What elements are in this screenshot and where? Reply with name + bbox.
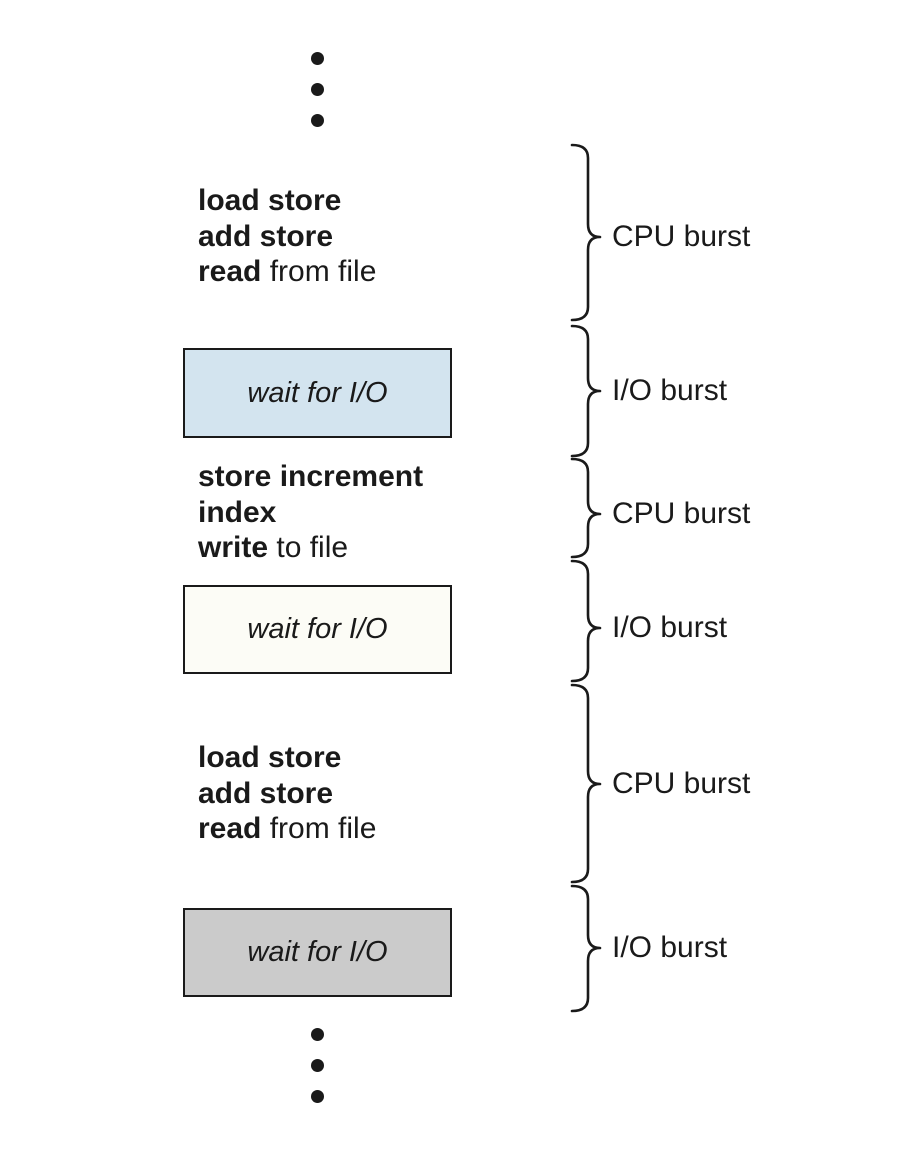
burst-braces: [570, 143, 602, 1013]
ellipsis-dot: [311, 83, 324, 96]
instruction-bold-text: load store: [198, 184, 342, 217]
burst-label-cpu-1: CPU burst: [612, 220, 751, 253]
ellipsis-dot: [311, 1028, 324, 1041]
instruction-bold-text: add store: [198, 219, 334, 253]
instruction-line: store increment: [198, 459, 423, 495]
instruction-regular-text: from file: [261, 255, 377, 288]
brace-io-burst-3: [570, 884, 602, 1013]
instruction-regular-text: from file: [261, 812, 377, 845]
instruction-block-3: load store add store read from file: [198, 740, 376, 847]
ellipsis-top: [311, 52, 324, 127]
ellipsis-dot: [311, 114, 324, 127]
brace-cpu-burst-1: [570, 143, 602, 322]
wait-box-label: wait for I/O: [247, 936, 388, 968]
burst-label-io-1: I/O burst: [612, 374, 728, 407]
instruction-line: index: [198, 495, 423, 531]
wait-for-io-box-1: wait for I/O: [183, 348, 452, 438]
instruction-line: add store: [198, 776, 376, 812]
instruction-line: read from file: [198, 254, 376, 290]
instruction-bold-text: store increment: [198, 460, 424, 493]
instruction-regular-text: to file: [268, 531, 349, 564]
instruction-block-1: load store add store read from file: [198, 183, 376, 290]
wait-box-label: wait for I/O: [247, 376, 388, 409]
brace-cpu-burst-2: [570, 457, 602, 559]
instruction-bold-text: read: [198, 812, 262, 845]
instruction-line: load store: [198, 183, 376, 219]
ellipsis-dot: [311, 52, 324, 65]
burst-label-io-3: I/O burst: [612, 931, 728, 964]
wait-for-io-box-3: wait for I/O: [183, 908, 452, 997]
instruction-line: load store: [198, 740, 376, 776]
burst-label-cpu-2: CPU burst: [612, 497, 751, 530]
instruction-line: add store: [198, 219, 376, 255]
burst-label-io-2: I/O burst: [612, 611, 728, 644]
ellipsis-dot: [311, 1090, 324, 1103]
brace-io-burst-2: [570, 559, 602, 683]
wait-box-label: wait for I/O: [247, 613, 388, 645]
wait-for-io-box-2: wait for I/O: [183, 585, 452, 674]
instruction-block-2: store increment index write to file: [198, 459, 423, 566]
ellipsis-bottom: [311, 1028, 324, 1103]
instruction-line: write to file: [198, 530, 423, 566]
burst-label-cpu-3: CPU burst: [612, 767, 751, 800]
instruction-bold-text: write: [198, 531, 269, 564]
instruction-bold-text: load store: [198, 741, 342, 774]
brace-cpu-burst-3: [570, 683, 602, 884]
instruction-bold-text: read: [198, 255, 262, 288]
instruction-line: read from file: [198, 811, 376, 847]
instruction-bold-text: add store: [198, 776, 334, 810]
ellipsis-dot: [311, 1059, 324, 1072]
instruction-bold-text: index: [198, 495, 277, 529]
brace-io-burst-1: [570, 324, 602, 458]
